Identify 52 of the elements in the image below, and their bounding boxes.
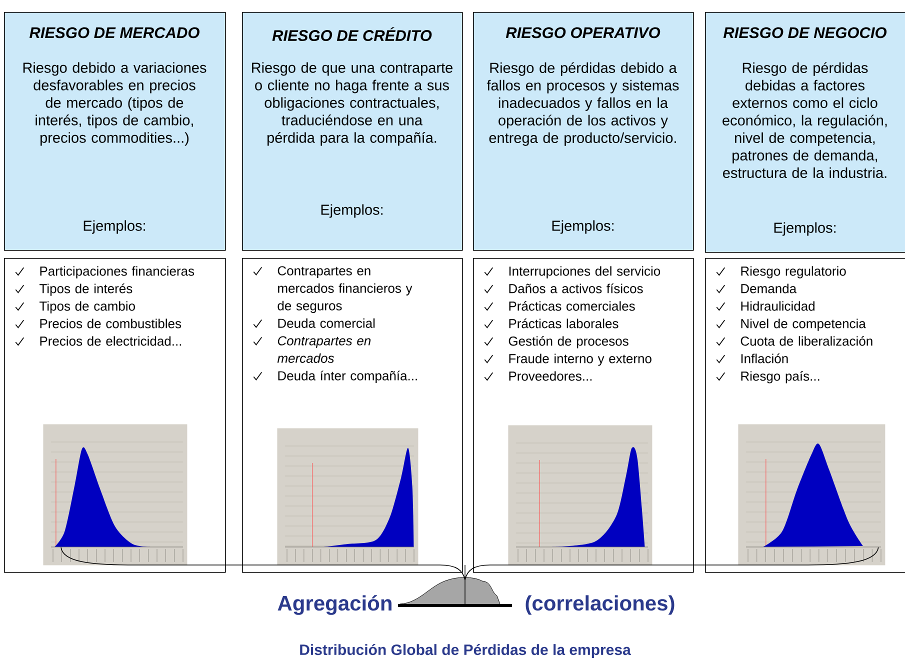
distribution-drawing [398,564,512,607]
list-item: Fraude interno y externo [509,354,652,366]
box-title: RIESGO DE CRÉDITO [272,27,432,42]
histogram-drawing [277,428,418,566]
examples-box [473,258,694,573]
aggregation-label: Agregación [278,595,392,615]
list-item: Demanda [741,284,797,294]
examples-label: Ejemplos: [321,204,382,218]
examples-label: Ejemplos: [84,220,145,234]
list-item: Riesgo regulatorio [741,266,846,278]
brace-line [464,547,879,580]
list-item: Riesgo país... [741,371,820,384]
list-item: Participaciones financieras [40,266,194,278]
box-title: RIESGO OPERATIVO [506,27,660,38]
description-text: Riesgo de que una contraparte o cliente no haga frente a sus obligaciones contractuales, traduciéndose en una pérdida para la compañía. [252,62,452,146]
list-item: Interrupciones del servicio [509,266,660,278]
list-item: Gestión de procesos [508,336,628,348]
correlation-label: (correlaciones) [526,595,674,615]
list-item: Tipos de cambio [40,301,135,314]
description-text: Riesgo de pérdidas debidas a factores externos como el ciclo económico, la regulación, nivel de competencia, patrones de demanda, estructura de la industria. [722,62,887,178]
distribution-caption: Distribución Global de Pérdidas de la empresa [300,644,631,658]
list-item: Contrapartes en mercados [277,336,371,363]
examples-box [242,258,463,573]
box-title: RIESGO DE NEGOCIO [723,27,887,38]
description-text: Riesgo debido a variaciones desfavorables en precios de mercado (tipos de interés, tipos de cambio, precios commodities...) [23,62,206,146]
brace-line [60,547,466,580]
examples-label: Ejemplos: [774,222,836,236]
list-item: Hidraulicidad [741,301,814,311]
risk-box [705,12,905,253]
description-text: Riesgo de pérdidas debido a fallos en procesos y sistemas inadecuados y fallos en la operación de los activos y entrega de producto/servicio. [486,62,679,146]
risk-box [4,12,226,251]
list-item: Precios de electricidad... [40,336,182,346]
box-title: RIESGO DE MERCADO [30,27,200,38]
risk-box [473,12,694,251]
examples-label: Ejemplos: [552,220,614,234]
list-item: Deuda ínter compañía... [278,370,417,383]
list-item: Daños a activos físicos [509,284,643,294]
list-item: Prácticas laborales [509,318,618,328]
examples-box [4,258,226,573]
list-item: Nivel de competencia [741,318,866,331]
risk-box [242,12,463,251]
list-item: Proveedores... [509,371,592,381]
list-item: Cuota de liberalización [740,336,872,346]
list-item: Tipos de interés [40,284,132,296]
list-item: Contrapartes en mercados financieros y de seguros [278,266,412,313]
histogram-drawing [43,424,188,566]
histogram-drawing [738,424,886,566]
list-item: Prácticas comerciales [509,301,635,311]
list-item: Precios de combustibles [40,318,182,328]
histogram-drawing [508,425,652,566]
list-item: Deuda comercial [278,318,375,328]
list-item: Inflación [741,354,788,364]
